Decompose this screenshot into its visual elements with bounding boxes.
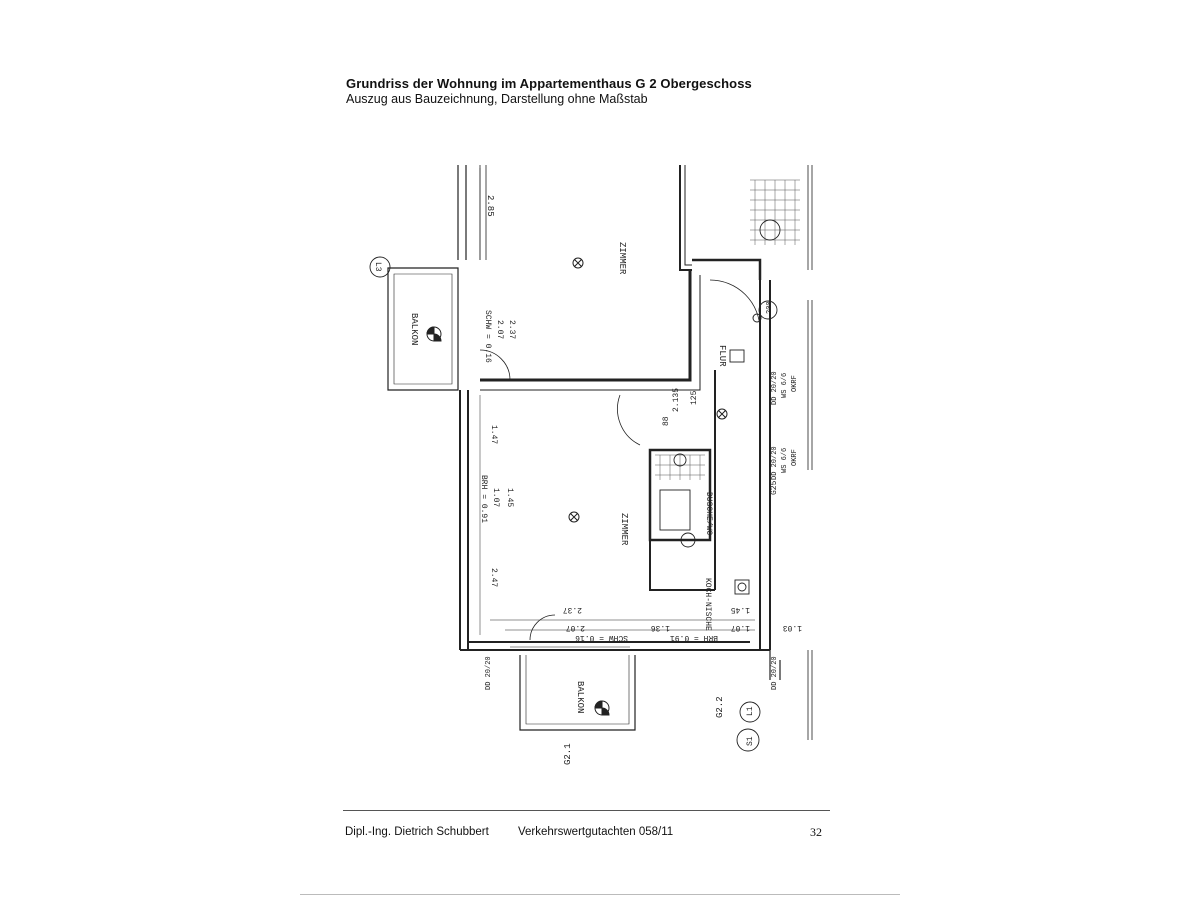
label-dd-bottom-left: DD 20/20 (485, 656, 493, 690)
label-l1: L1 (746, 706, 755, 716)
label-ws-right-mid: WS 6/6 (781, 448, 789, 473)
label-200: 200 (766, 301, 774, 314)
label-dd-right-top: DD 20/20 (771, 371, 779, 405)
dim-88: 88 (662, 416, 671, 426)
footer-report: Verkehrswertgutachten 058/11 (518, 826, 674, 838)
dim-2-135: 2.135 (672, 388, 681, 412)
dim-2-47: 2.47 (489, 568, 498, 587)
dim-1-45: 1.45 (505, 488, 514, 507)
label-ws-right-top: WS 6/6 (781, 373, 789, 398)
dim-1-07: 1.07 (491, 488, 500, 507)
dim-2-07-bottom: 2.07 (566, 623, 585, 632)
room-label-kochnische: KOCH-NISCHE (703, 578, 712, 631)
scan-edge-line (300, 894, 900, 895)
label-dd-right-mid: DD 20/20 (771, 446, 779, 480)
dim-2-37-bottom: 2.37 (563, 605, 582, 614)
label-g22: G2.2 (715, 696, 725, 718)
dim-1-36: 1.36 (651, 623, 670, 632)
dim-1-03: 1.03 (783, 623, 802, 632)
dim-2-37-left: 2.37 (507, 320, 516, 339)
label-dd-bottom-right: DD 20/20 (771, 656, 779, 690)
footer-page-number: 32 (810, 825, 822, 839)
label-g21: G2.1 (563, 743, 573, 765)
room-label-dusche-wc: DUSCHE/WC (704, 492, 713, 535)
dim-1-47: 1.47 (489, 425, 498, 444)
dim-schw-left: SCHW = 0.16 (483, 310, 492, 363)
label-s1: S1 (746, 736, 755, 746)
floor-plan-drawing: ZIMMER ZIMMER BALKON BALKON FLUR DUSCHE/… (369, 165, 813, 765)
label-okrf-top: OKRF (791, 375, 799, 392)
label-okrf-mid: OKRF (791, 449, 799, 466)
dim-2-07-left: 2.07 (495, 320, 504, 339)
room-label-balkon-left: BALKON (409, 313, 419, 345)
dim-125: 125 (690, 390, 699, 405)
room-label-zimmer-top: ZIMMER (617, 242, 627, 275)
dim-2-85: 2.85 (485, 195, 495, 217)
dim-brh-left: BRH = 0.91 (479, 475, 488, 523)
footer-rule (343, 810, 830, 811)
room-label-flur: FLUR (717, 345, 727, 367)
dim-brh-bottom: BRH = 0.91 (670, 633, 718, 642)
room-label-zimmer-main: ZIMMER (619, 513, 629, 546)
page-title: Grundriss der Wohnung im Appartementhaus… (346, 76, 752, 91)
room-label-balkon-bottom: BALKON (575, 681, 585, 713)
dim-schw-bottom: SCHW = 0.16 (575, 633, 628, 642)
footer-author: Dipl.-Ing. Dietrich Schubbert (345, 826, 489, 838)
dim-1-07-bottom: 1.07 (731, 623, 750, 632)
dim-1-45-bottom: 1.45 (731, 605, 750, 614)
page-subtitle: Auszug aus Bauzeichnung, Darstellung ohn… (346, 92, 648, 106)
label-g25: G25 (770, 480, 779, 495)
label-l3: L3 (373, 262, 382, 272)
